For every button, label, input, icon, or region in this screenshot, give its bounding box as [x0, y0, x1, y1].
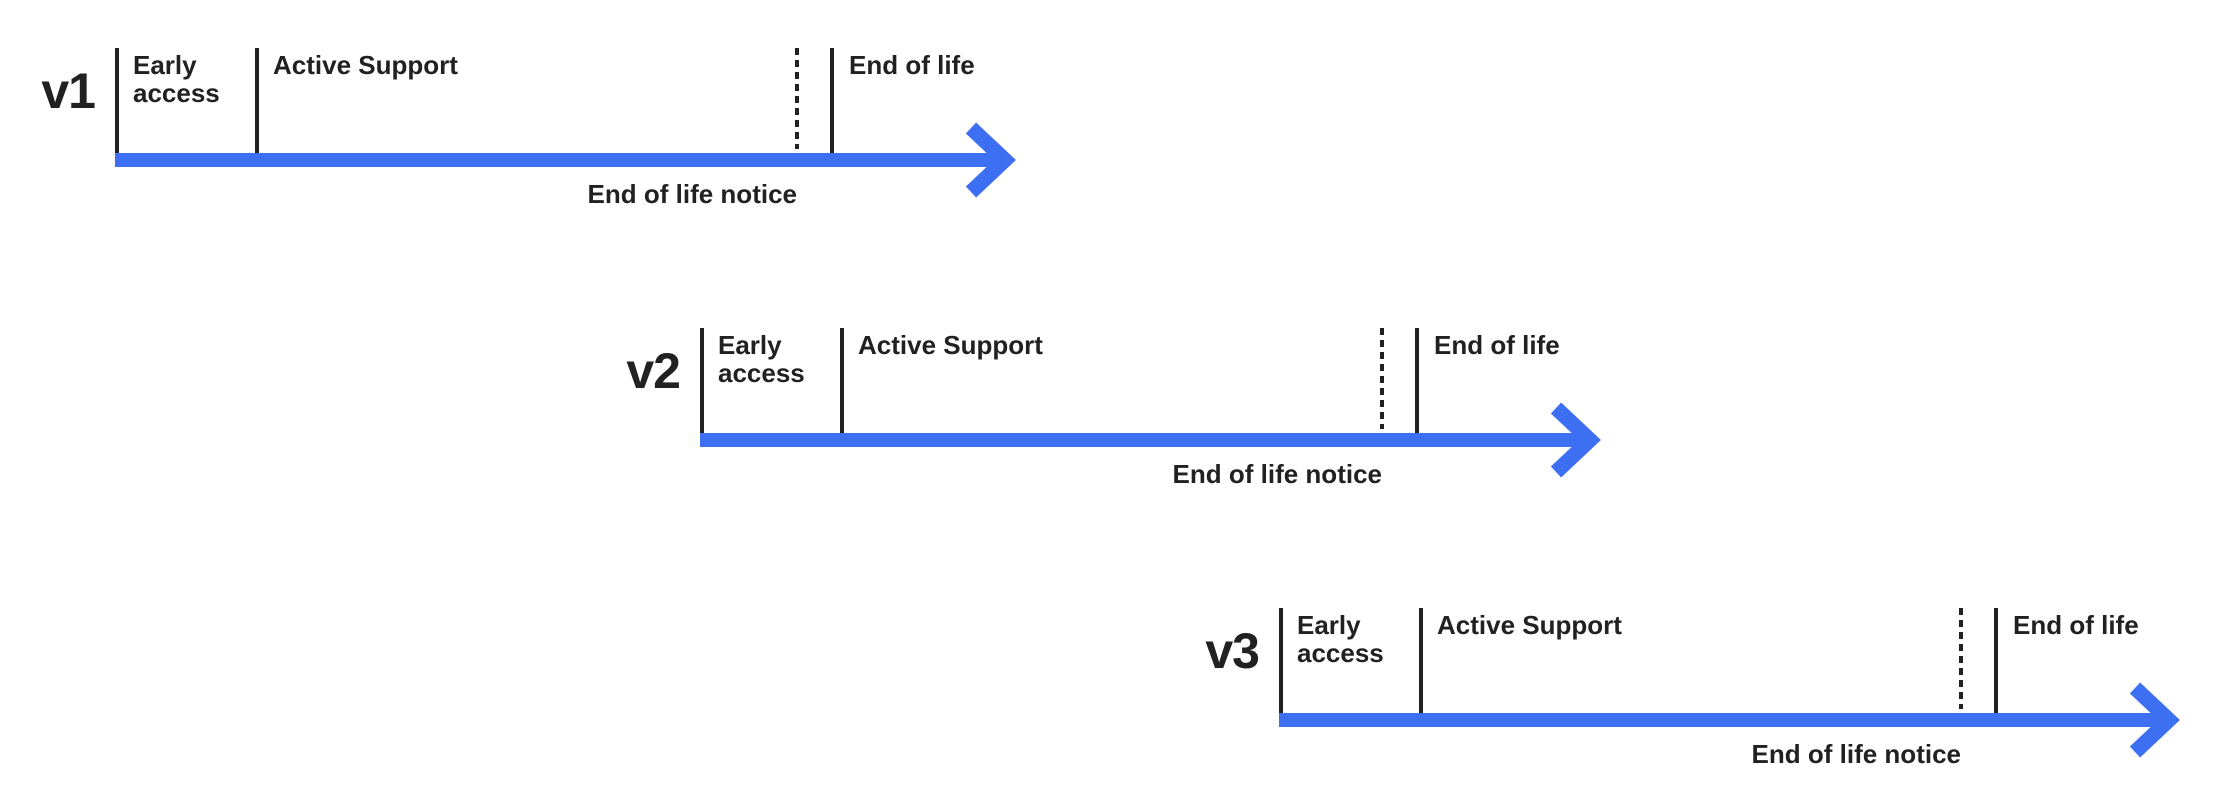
end-of-life-tick: [1415, 328, 1419, 433]
end-of-life-notice-label: End of life notice: [1751, 739, 1961, 769]
version-label: v1: [41, 63, 96, 119]
early-access-start-tick: [700, 328, 704, 433]
active-support-label: Active Support: [1437, 610, 1622, 640]
end-of-life-notice-label: End of life notice: [587, 179, 797, 209]
early-access-start-tick: [1279, 608, 1283, 713]
end-of-life-tick: [830, 48, 834, 153]
end-of-life-tick: [1994, 608, 1998, 713]
early-access-label: Early access: [133, 50, 220, 108]
version-label: v3: [1205, 623, 1260, 679]
early-access-label: Early access: [718, 330, 805, 388]
end-of-life-label: End of life: [1434, 330, 1560, 360]
end-of-life-label: End of life: [2013, 610, 2139, 640]
active-support-start-tick: [840, 328, 844, 433]
early-access-start-tick: [115, 48, 119, 153]
timeline-v2: v2 Early access Active Support End of li…: [585, 310, 1675, 505]
timeline-arrow-icon: [115, 122, 1016, 198]
early-access-label: Early access: [1297, 610, 1384, 668]
end-of-life-notice-tick: [795, 48, 799, 149]
timeline-arrow-icon: [700, 402, 1601, 478]
end-of-life-notice-tick: [1959, 608, 1963, 709]
timeline-v1: v1 Early access Active Support End of li…: [0, 30, 1090, 225]
active-support-label: Active Support: [858, 330, 1043, 360]
timeline-arrow-icon: [1279, 682, 2180, 758]
active-support-label: Active Support: [273, 50, 458, 80]
end-of-life-label: End of life: [849, 50, 975, 80]
end-of-life-notice-label: End of life notice: [1172, 459, 1382, 489]
active-support-start-tick: [255, 48, 259, 153]
active-support-start-tick: [1419, 608, 1423, 713]
version-label: v2: [626, 343, 681, 399]
end-of-life-notice-tick: [1380, 328, 1384, 429]
timeline-v3: v3 Early access Active Support End of li…: [1164, 590, 2228, 785]
